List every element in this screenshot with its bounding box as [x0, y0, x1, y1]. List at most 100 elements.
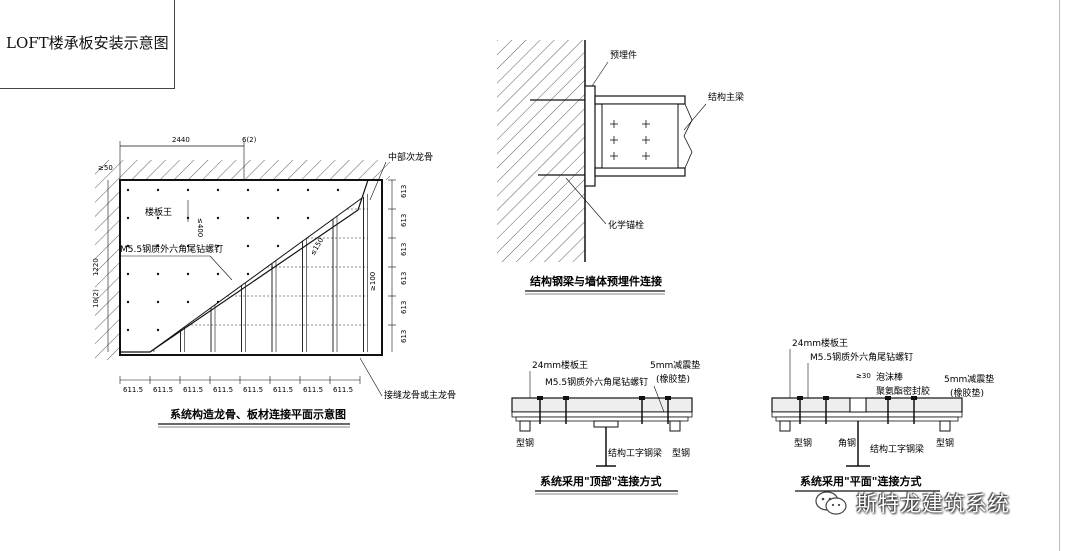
- embed-plate: [584, 85, 596, 187]
- flat-connection-view: 24mm楼板王 M5.5钢质外六角尾钻螺钉 ≥30 泡沫棒 聚氨酯密封胶 5mm…: [771, 337, 994, 492]
- plan-keel-grid: [126, 188, 368, 352]
- plan-board-outline: [120, 179, 369, 353]
- screw-dot: [156, 328, 160, 332]
- flat-conn-label-beam: 结构工字钢梁: [870, 443, 924, 455]
- top-conn-board: [511, 397, 693, 413]
- flat-conn-label-sealant: 聚氨酯密封胶: [876, 385, 930, 397]
- screw-dot: [126, 328, 130, 332]
- flat-conn-board-left: [771, 397, 851, 413]
- screw-dot: [276, 188, 280, 192]
- flat-conn-label-steel-right: 型钢: [936, 437, 954, 449]
- top-conn-label-pad1: 5mm减震垫: [650, 359, 700, 371]
- screw-dot: [216, 300, 220, 304]
- plan-dim-left-top: ≥50: [98, 164, 113, 172]
- plan-dim-bottom: 611.5: [273, 386, 293, 394]
- wall-section-hatch: [497, 40, 585, 262]
- top-conn-label-board: 24mm楼板王: [532, 359, 588, 371]
- screw-dot: [126, 300, 130, 304]
- plan-diagonal: [149, 197, 363, 353]
- screw-dot: [186, 244, 190, 248]
- screw-head: [639, 396, 645, 400]
- beam-top-flange: [594, 95, 686, 105]
- plan-dim-150: ≤150: [309, 236, 326, 257]
- screw-dot: [216, 216, 220, 220]
- screw-dot: [126, 272, 130, 276]
- screw-dot: [306, 216, 310, 220]
- plan-dim-bottom: 611.5: [243, 386, 263, 394]
- plan-dim-top: 2440: [172, 136, 190, 144]
- screw-dot: [306, 188, 310, 192]
- screw-dot: [216, 272, 220, 276]
- plan-label-mid-keel: 中部次龙骨: [388, 151, 433, 163]
- plan-dim-right: 613: [400, 330, 408, 343]
- flat-conn-label-angle: 角钢: [838, 437, 856, 449]
- plan-wall-hatch: [95, 160, 390, 360]
- top-conn-label-steel-right: 型钢: [672, 447, 690, 459]
- flat-conn-label-screw: M5.5钢质外六角尾钻螺钉: [810, 351, 913, 363]
- screw-dot: [186, 188, 190, 192]
- watermark-text: 斯特龙建筑系统: [856, 492, 1010, 516]
- plan-dim-bottom: 611.5: [183, 386, 203, 394]
- plan-view: 2440 6(2) ≥50 1220 10(2) 613613613613613…: [92, 136, 456, 428]
- watermark: 斯特龙建筑系统: [814, 488, 1010, 518]
- sheet-title: LOFT楼承板安装示意图: [6, 34, 169, 52]
- screw-dot: [186, 300, 190, 304]
- screw-head: [537, 396, 543, 400]
- beam-bottom-flange: [594, 167, 686, 177]
- beam-bolt-pattern: [610, 120, 650, 160]
- screw-dot: [216, 244, 220, 248]
- plan-dim-right-100: ≥100: [369, 272, 377, 291]
- screw-dot: [156, 216, 160, 220]
- plan-dim-bottom: 611.5: [303, 386, 323, 394]
- plan-dim-bottom: 611.5: [123, 386, 143, 394]
- flat-conn-label-pad1: 5mm减震垫: [944, 373, 994, 385]
- plan-dim-right: 613: [400, 185, 408, 198]
- top-conn-screws: [537, 396, 671, 424]
- top-conn-label-beam: 结构工字钢梁: [608, 447, 662, 459]
- label-anchor: 化学锚栓: [608, 219, 644, 231]
- plan-dim-bottom: 611.5: [213, 386, 233, 394]
- title-block: LOFT楼承板安装示意图: [0, 0, 175, 89]
- screw-head: [563, 396, 569, 400]
- screw-dot: [336, 188, 340, 192]
- screw-dot: [156, 272, 160, 276]
- wechat-icon: [815, 491, 847, 515]
- plan-board-edge: [119, 179, 383, 356]
- plan-caption: 系统构造龙骨、板材连接平面示意图: [170, 407, 346, 421]
- screw-dot: [276, 244, 280, 248]
- beam-web: [601, 103, 679, 169]
- plan-dim-right: 613: [400, 301, 408, 314]
- top-conn-caption: 系统采用"顶部"连接方式: [540, 474, 661, 488]
- beam-wall-caption: 结构钢梁与墙体预埋件连接: [529, 274, 662, 288]
- top-conn-label-screw: M5.5钢质外六角尾钻螺钉: [545, 376, 648, 388]
- screw-dot: [126, 244, 130, 248]
- beam-wall-view: 预埋件 结构主梁 化学锚栓 结构钢梁与墙体预埋件连接: [497, 40, 744, 295]
- plan-dim-right: 613: [400, 272, 408, 285]
- top-conn-label-steel-left: 型钢: [516, 437, 534, 449]
- plan-label-screw: M5.5钢质外六角尾钻螺钉: [120, 243, 223, 255]
- label-main-beam: 结构主梁: [708, 91, 744, 103]
- plan-label-board: 楼板王: [145, 206, 172, 218]
- plan-label-joint-keel: 接缝龙骨或主龙骨: [384, 389, 456, 401]
- top-conn-label-pad2: (橡胶垫): [656, 373, 690, 385]
- plan-dim-left-mid: 1220: [92, 258, 100, 276]
- flat-conn-label-foam: 泡沫棒: [876, 371, 903, 383]
- screw-dot: [156, 300, 160, 304]
- top-conn-pad: [511, 411, 693, 418]
- plan-dim-left-low: 10(2): [92, 289, 100, 308]
- screw-dot: [246, 244, 250, 248]
- flat-conn-label-gap: ≥30: [856, 372, 871, 380]
- label-embed: 预埋件: [610, 49, 637, 61]
- screw-dot: [186, 272, 190, 276]
- screw-dot: [246, 188, 250, 192]
- top-connection-view: 24mm楼板王 M5.5钢质外六角尾钻螺钉 5mm减震垫 (橡胶垫) 型钢 结构…: [511, 359, 700, 495]
- screw-head: [885, 396, 891, 400]
- plan-dim-top-right: 6(2): [242, 136, 257, 144]
- flat-conn-label-steel-left: 型钢: [794, 437, 812, 449]
- screw-head: [911, 396, 917, 400]
- screw-head: [823, 396, 829, 400]
- screw-dot: [246, 216, 250, 220]
